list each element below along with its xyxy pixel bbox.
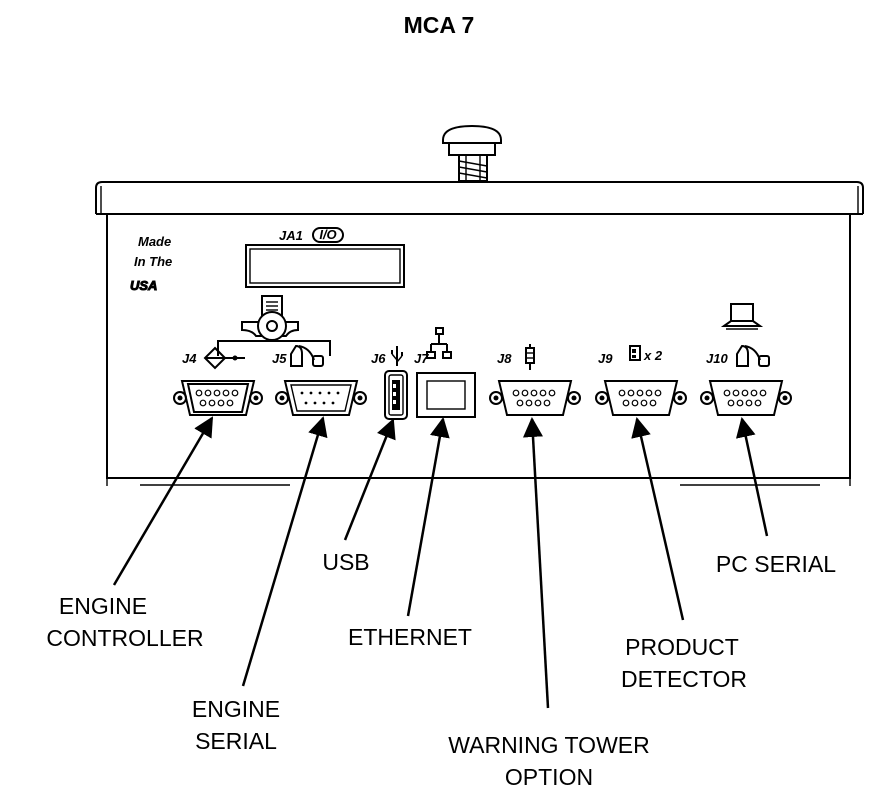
callout-product-detector-line2: DETECTOR [621,666,747,692]
encoder-icon [203,346,245,370]
callout-pc-serial: PC SERIAL [716,551,836,577]
diagram-title: MCA 7 [404,12,475,38]
ethernet-port-j7 [416,372,476,418]
callout-usb: USB [322,549,369,575]
connector-j4 [173,380,263,416]
callout-engine-controller-line1: ENGINE [59,593,147,619]
arrow-usb [343,418,396,541]
network-icon [426,327,452,359]
j9-multiplier: x 2 [643,348,663,363]
callout-product-detector-line1: PRODUCT [625,634,739,660]
warning-tower-icon [525,344,535,370]
port-label-j8: J8 [497,351,512,366]
port-label-j10: J10 [706,351,728,366]
callout-engine-controller-line2: CONTROLLER [46,625,203,651]
laptop-icon [720,303,764,330]
enclosure [95,181,864,486]
connector-j10 [700,380,792,416]
port-label-j7: J7 [414,351,429,366]
ja1-io-window: JA1 I/O [245,227,405,288]
port-label-j4: J4 [182,351,197,366]
badge-in-the: In The [134,254,172,269]
connector-j5 [275,380,367,416]
io-label: I/O [319,227,336,242]
leader-arrows [112,416,769,709]
callout-ethernet: ETHERNET [348,624,472,650]
printer-icon [217,295,331,356]
top-push-button [442,124,502,182]
product-detector-icon [629,345,641,361]
arrow-engine-serial [241,416,328,687]
usb-port-j6 [384,370,408,420]
serial-cable-icon [290,344,324,367]
badge-usa: USA [130,278,157,293]
usb-icon [391,346,403,366]
callout-warning-tower-line2: OPTION [505,764,593,790]
connector-j8 [489,380,581,416]
arrow-ethernet [406,417,450,617]
serial-cable-icon [736,344,770,367]
badge-made: Made [138,234,171,249]
callout-engine-serial-line1: ENGINE [192,696,280,722]
arrow-pc-serial [735,417,769,537]
callout-warning-tower-line1: WARNING TOWER [448,732,649,758]
callout-engine-serial-line2: SERIAL [195,728,277,754]
port-label-j9: J9 [598,351,613,366]
arrow-warning-tower [523,417,550,709]
port-label-j5: J5 [272,351,287,366]
connector-j9 [595,380,687,416]
port-label-ja1: JA1 [279,228,303,243]
made-in-usa-badge: Made In The USA [130,234,173,294]
port-label-j6: J6 [371,351,386,366]
arrow-engine-controller [112,416,214,586]
arrow-product-detector [631,417,685,621]
